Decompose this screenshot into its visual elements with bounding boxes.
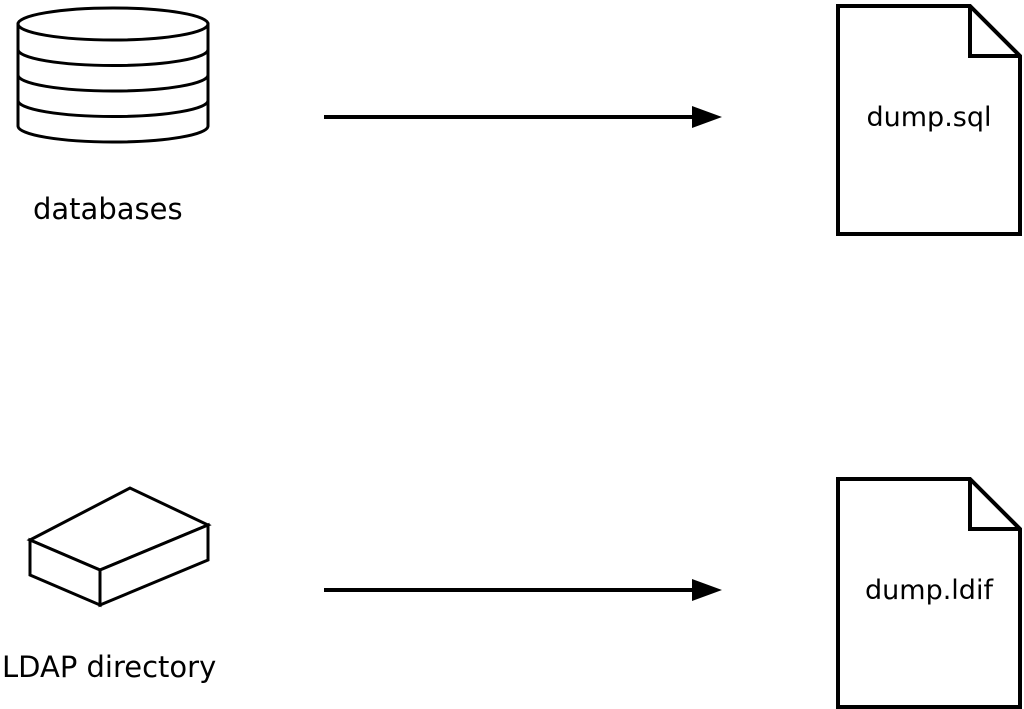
document-icon-sql: dump.sql xyxy=(836,4,1022,236)
document-icon-ldif: dump.ldif xyxy=(836,477,1022,709)
right-arrow-icon xyxy=(324,575,724,605)
target-file-label-ldif: dump.ldif xyxy=(865,575,993,606)
box-icon xyxy=(22,483,214,613)
right-arrow-icon xyxy=(324,102,724,132)
database-cylinder-icon xyxy=(15,4,211,146)
target-file-label-sql: dump.sql xyxy=(866,102,992,133)
source-label-databases: databases xyxy=(33,192,183,226)
source-label-ldap-directory: LDAP directory xyxy=(2,650,217,684)
